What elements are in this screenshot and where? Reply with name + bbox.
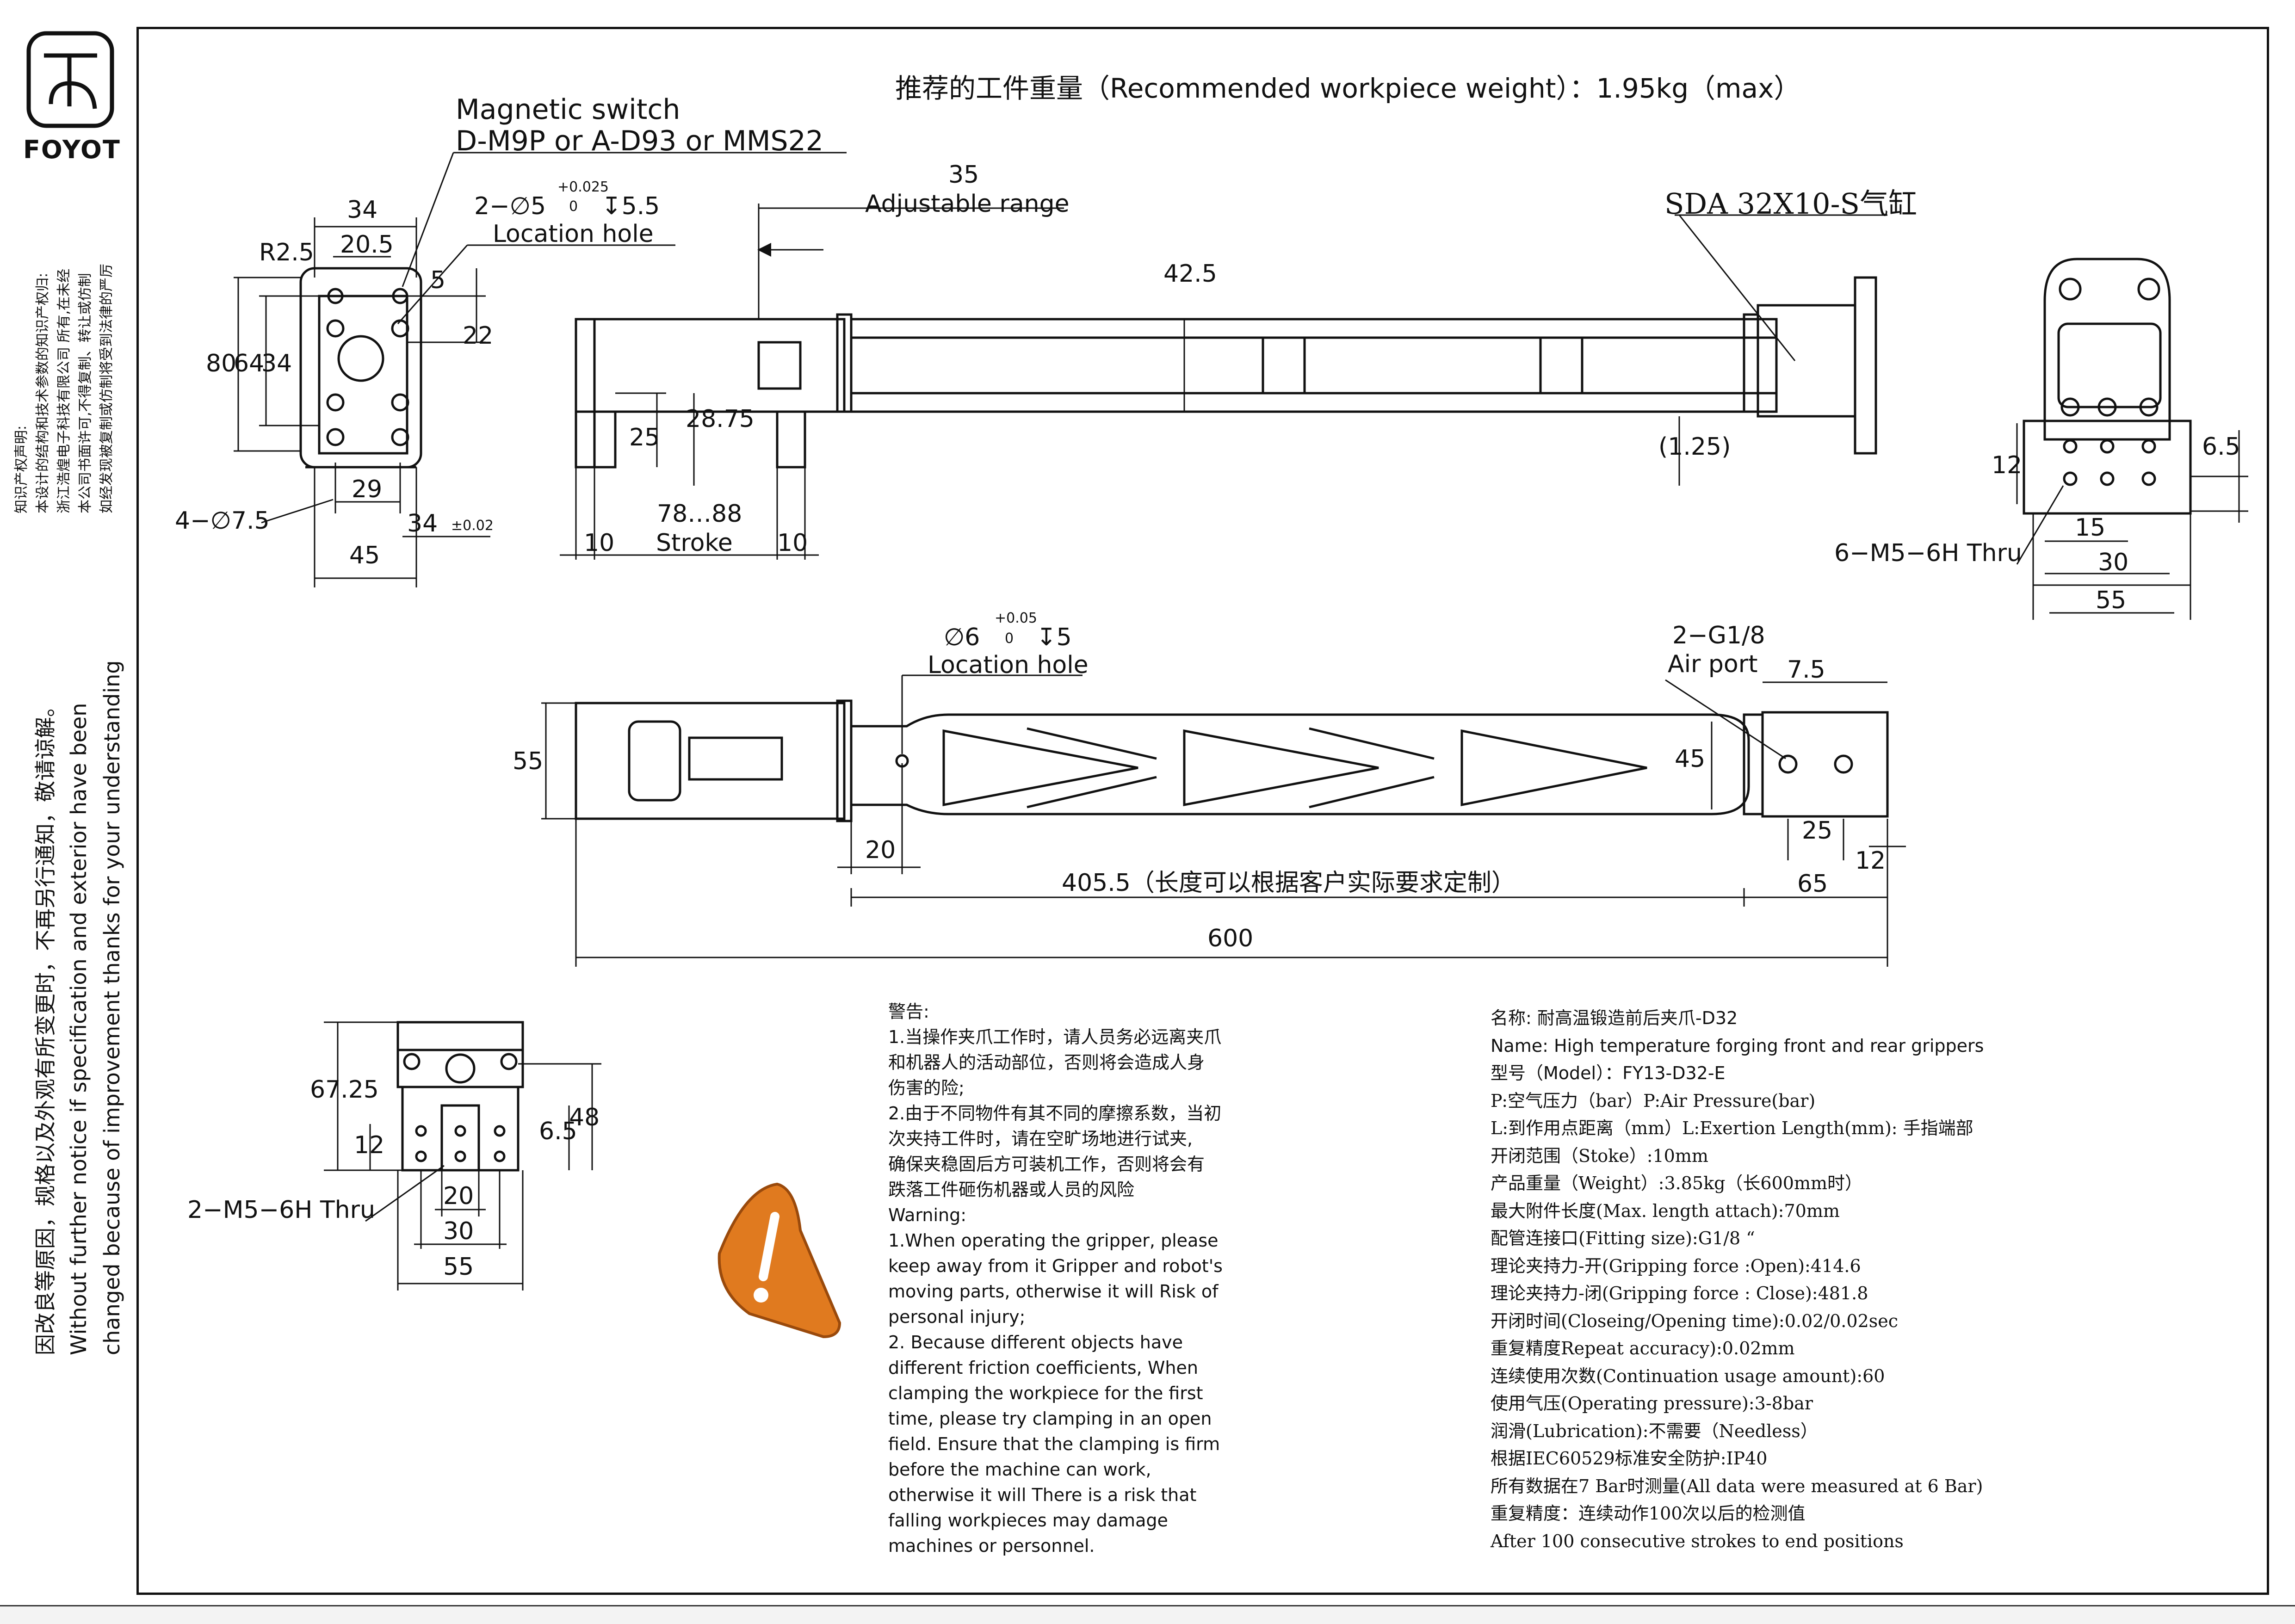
spec-line: 理论夹持力-闭(Gripping force : Close):481.8	[1491, 1283, 1868, 1303]
spec-line: 产品重量（Weight）:3.85kg（长600mm时）	[1491, 1173, 1863, 1193]
spec-line: 润滑(Lubrication):不需要（Needless）	[1491, 1420, 1818, 1441]
left-end-view	[299, 267, 422, 469]
top-hole-tol-upper: +0.05	[995, 610, 1037, 626]
top-view	[575, 699, 1889, 822]
magnetic-switch-label: Magnetic switch	[456, 93, 680, 126]
dim-78-88: 78…88	[657, 500, 742, 528]
location-hole-label: Location hole	[493, 220, 654, 248]
spec-line: Name: High temperature forging front and…	[1491, 1035, 1984, 1056]
dim-45-top: 45	[1675, 745, 1706, 773]
warning-text: 警告: 1.当操作夹爪工作时，请人员务必远离夹爪 和机器人的活动部位，否则将会造…	[888, 1001, 1223, 1556]
dim-30-end: 30	[443, 1217, 474, 1245]
spec-line: 连续使用次数(Continuation usage amount):60	[1491, 1365, 1885, 1386]
spec-line: 开闭范围（Stoke）:10mm	[1491, 1145, 1708, 1166]
lower-end-view	[396, 1021, 524, 1172]
dim-55-top: 55	[513, 747, 544, 775]
spec-line: After 100 consecutive strokes to end pos…	[1491, 1531, 1904, 1551]
dim-67-25: 67.25	[310, 1076, 379, 1104]
spec-line: 使用气压(Operating pressure):3-8bar	[1491, 1393, 1813, 1414]
spec-line: 重复精度：连续动作100次以后的检测值	[1491, 1503, 1806, 1524]
spec-line: L:到作用点距离（mm）L:Exertion Length(mm): 手指端部	[1491, 1118, 1973, 1138]
dim-42-5: 42.5	[1163, 260, 1217, 288]
dim-45: 45	[349, 542, 380, 569]
dim-r2-5: R2.5	[259, 239, 314, 266]
dim-5: 5	[430, 266, 446, 294]
dim-34-top: 34	[347, 196, 378, 224]
right-end-view	[2023, 258, 2192, 515]
dim-22: 22	[463, 322, 494, 350]
thread-2x-m5: 2−M5−6H Thru	[187, 1196, 375, 1224]
switch-models-label: D-M9P or A-D93 or MMS22	[456, 125, 823, 157]
spec-line: 根据IEC60529标准安全防护:IP40	[1491, 1448, 1768, 1469]
top-hole-tol-lower: 0	[1005, 630, 1014, 647]
spec-line: 最大附件长度(Max. length attach):70mm	[1491, 1200, 1840, 1221]
dim-20-5: 20.5	[340, 231, 394, 259]
dim-55-end: 55	[443, 1253, 474, 1281]
dim-12-end: 12	[354, 1131, 385, 1159]
dim-15-right: 15	[2075, 514, 2106, 542]
dim-34-bottom: 34	[407, 510, 438, 537]
spec-line: P:空气压力（bar）P:Air Pressure(bar)	[1491, 1090, 1816, 1111]
dim-28-75: 28.75	[686, 405, 755, 433]
dim-20-top: 20	[865, 836, 896, 864]
top-hole-prefix: ∅6	[944, 624, 980, 651]
drawing-frame	[136, 27, 2269, 1595]
page-title: 推荐的工件重量（Recommended workpiece weight）：1.…	[895, 73, 1801, 104]
spec-line: 名称: 耐高温锻造前后夹爪-D32	[1491, 1008, 1738, 1028]
brand-name: FOYOT	[23, 135, 121, 164]
dim-405-5: 405.5（长度可以根据客户实际要求定制）	[1062, 869, 1516, 897]
spec-line: 配管连接口(Fitting size):G1/8 “	[1491, 1228, 1755, 1248]
dim-7-5: 7.5	[1787, 656, 1825, 684]
spec-line: 所有数据在7 Bar时测量(All data were measured at …	[1491, 1476, 1983, 1496]
dim-12-top: 12	[1855, 847, 1886, 875]
dim-1-25: (1.25)	[1658, 433, 1731, 461]
dim-64: 64	[234, 350, 265, 377]
dim-10-left: 10	[584, 529, 615, 557]
dim-48-end: 48	[569, 1104, 600, 1131]
dim-10-right: 10	[777, 529, 808, 557]
cylinder-label: SDA 32X10-S气缸	[1664, 187, 1918, 221]
dim-55-right: 55	[2096, 587, 2127, 614]
dim-80: 80	[206, 350, 237, 377]
hole-spec-prefix: 2−∅5	[474, 192, 546, 220]
spec-list: 名称: 耐高温锻造前后夹爪-D32 Name: High temperature…	[1491, 1005, 1984, 1555]
spec-line: 理论夹持力-开(Gripping force :Open):414.6	[1491, 1255, 1861, 1276]
spec-line: 型号（Model）：FY13-D32-E	[1491, 1063, 1726, 1083]
stroke-label: Stroke	[656, 529, 733, 557]
air-port-label: Air port	[1668, 650, 1758, 678]
dim-29: 29	[352, 475, 383, 503]
dim-34-vertical: 34	[261, 350, 292, 377]
dim-25-top: 25	[1802, 817, 1833, 845]
side-view	[575, 276, 1877, 469]
dim-30-right: 30	[2098, 549, 2129, 576]
dim-6-5-right: 6.5	[2202, 433, 2240, 461]
dim-25: 25	[629, 424, 660, 451]
spec-line: 重复精度Repeat accuracy):0.02mm	[1491, 1338, 1795, 1358]
hole-tol-upper: +0.025	[557, 179, 609, 195]
adjustable-range-label: Adjustable range	[865, 190, 1070, 218]
holes-4x-7-5: 4−∅7.5	[175, 507, 270, 535]
air-port-size: 2−G1/8	[1672, 622, 1765, 649]
top-location-hole-label: Location hole	[928, 651, 1089, 679]
dim-20-end: 20	[443, 1182, 474, 1210]
spec-line: 开闭时间(Closeing/Opening time):0.02/0.02sec	[1491, 1310, 1899, 1331]
dim-34-tolerance: ±0.02	[451, 518, 494, 534]
hole-depth: ↧5.5	[601, 192, 660, 220]
dim-6-5-end: 6.5	[539, 1118, 577, 1145]
dim-12-right: 12	[1992, 451, 2023, 479]
dim-35: 35	[948, 161, 979, 189]
thread-6x-m5: 6−M5−6H Thru	[1834, 539, 2022, 567]
bottom-ruler	[0, 1605, 2295, 1624]
dim-65: 65	[1797, 870, 1828, 898]
hole-tol-lower: 0	[569, 198, 578, 215]
dim-600: 600	[1207, 925, 1254, 952]
top-hole-depth: ↧5	[1036, 624, 1072, 651]
